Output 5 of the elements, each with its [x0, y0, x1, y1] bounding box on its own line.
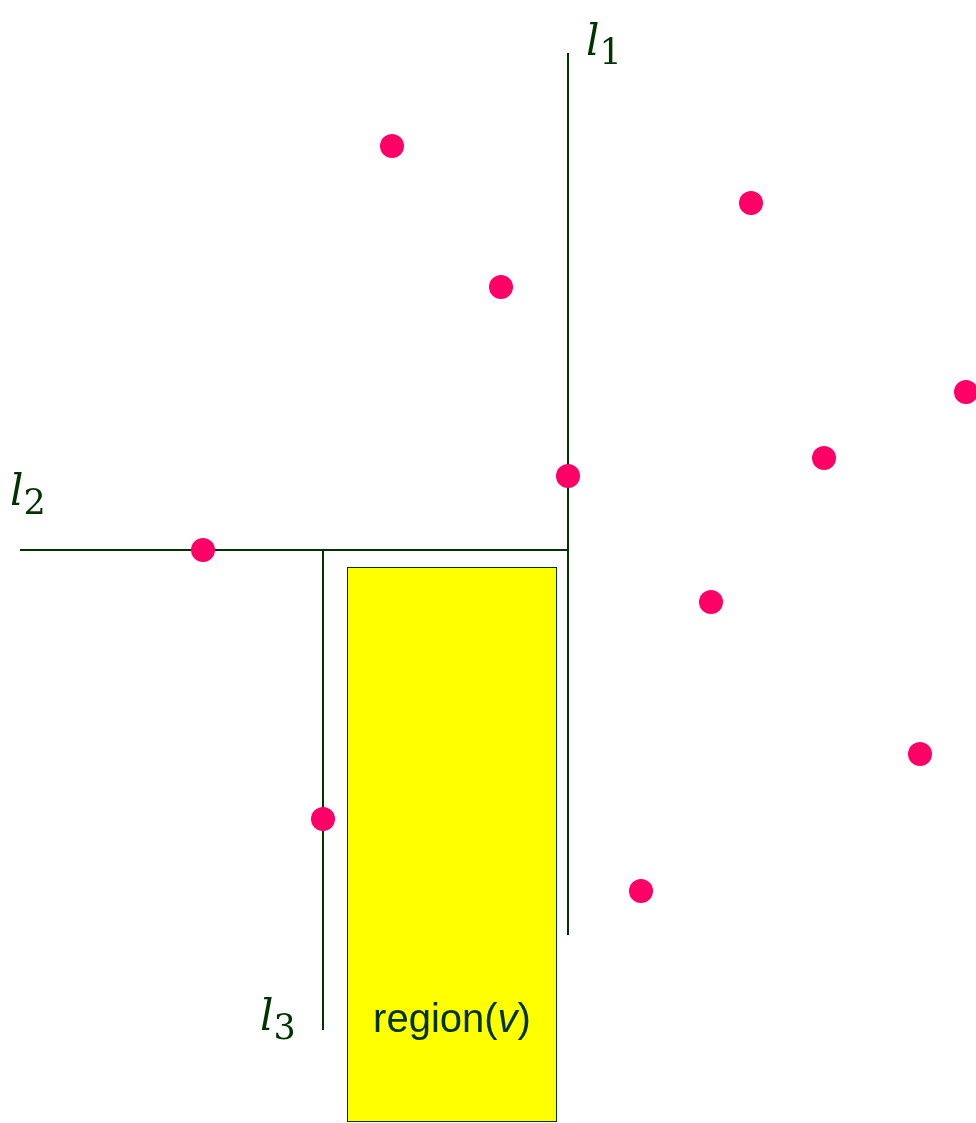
line-label: l$_{3}$ [260, 995, 296, 1046]
line-label: l$_{1}$ [586, 20, 622, 71]
line-label: l$_{2}$ [10, 470, 46, 521]
region-rectangle [347, 567, 557, 1122]
region-label: region(v) [372, 996, 532, 1041]
